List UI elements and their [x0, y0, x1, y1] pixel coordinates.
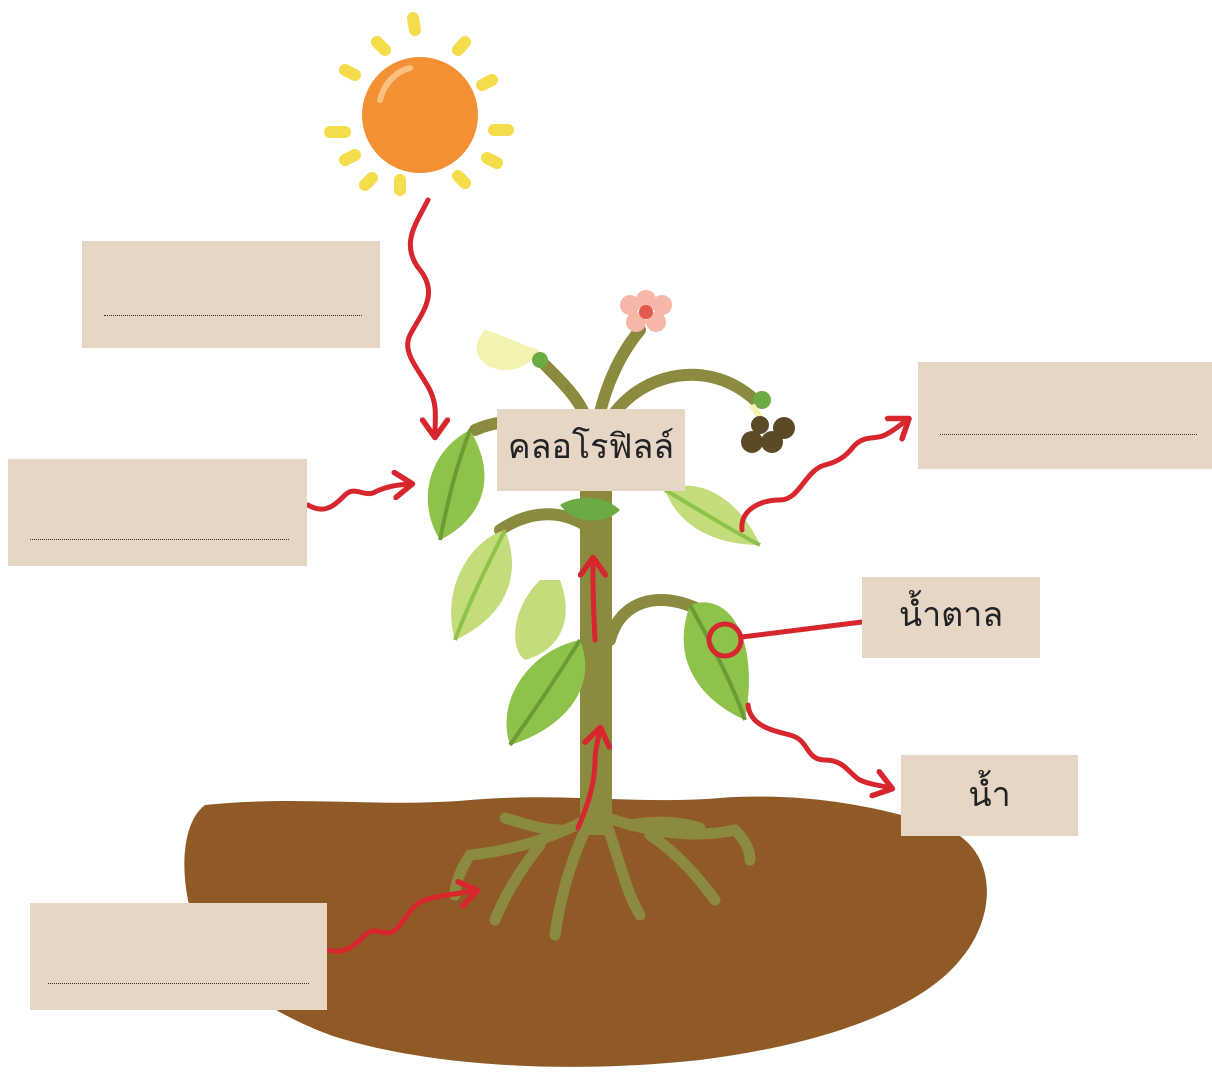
label-water: น้ำ: [901, 755, 1078, 836]
blank-line[interactable]: [940, 434, 1197, 435]
label-water-text: น้ำ: [901, 771, 1078, 819]
blank-line[interactable]: [30, 539, 289, 540]
label-sugar: น้ำตาล: [862, 577, 1040, 658]
arrow-sunlight: [408, 200, 436, 435]
sugar-pointer-line: [742, 622, 862, 637]
blank-box-sunlight[interactable]: [82, 241, 380, 348]
flower-pink: [620, 290, 672, 332]
label-chlorophyll-text: คลอโรฟิลล์: [497, 423, 685, 471]
sun: [330, 18, 508, 190]
blank-line[interactable]: [104, 315, 362, 316]
arrow-stem-upper: [593, 560, 595, 640]
blank-box-root-water[interactable]: [30, 903, 327, 1010]
arrow-co2-in: [308, 484, 410, 509]
blank-box-carbon-dioxide[interactable]: [8, 459, 307, 566]
blank-line[interactable]: [48, 983, 309, 984]
arrow-water-out: [748, 705, 890, 788]
label-chlorophyll: คลอโรฟิลล์: [497, 409, 685, 491]
flower-cream: [477, 330, 548, 370]
label-sugar-text: น้ำตาล: [862, 591, 1040, 639]
blank-box-oxygen[interactable]: [918, 362, 1212, 469]
